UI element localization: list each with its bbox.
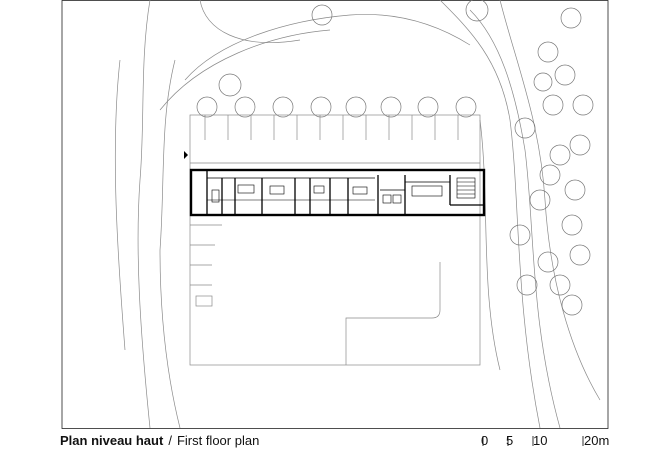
parking-area [189, 114, 481, 366]
drawing-frame [61, 0, 609, 429]
scale-label-10: 10 [533, 433, 548, 448]
caption-separator: / [168, 433, 172, 448]
scale-label-5: 5 [506, 433, 514, 448]
entrance-arrow [184, 151, 188, 159]
terrain-contours [114, 0, 601, 429]
scale-bar [482, 436, 584, 446]
plan-caption: Plan niveau haut / First floor plan [60, 433, 259, 448]
caption-title-fr: Plan niveau haut [60, 433, 164, 448]
trees [196, 0, 594, 316]
scale-label-20m: 20m [584, 433, 610, 448]
scale-label-0: 0 [481, 433, 489, 448]
caption-title-en: First floor plan [176, 433, 260, 448]
building-floor-plan [189, 168, 486, 217]
